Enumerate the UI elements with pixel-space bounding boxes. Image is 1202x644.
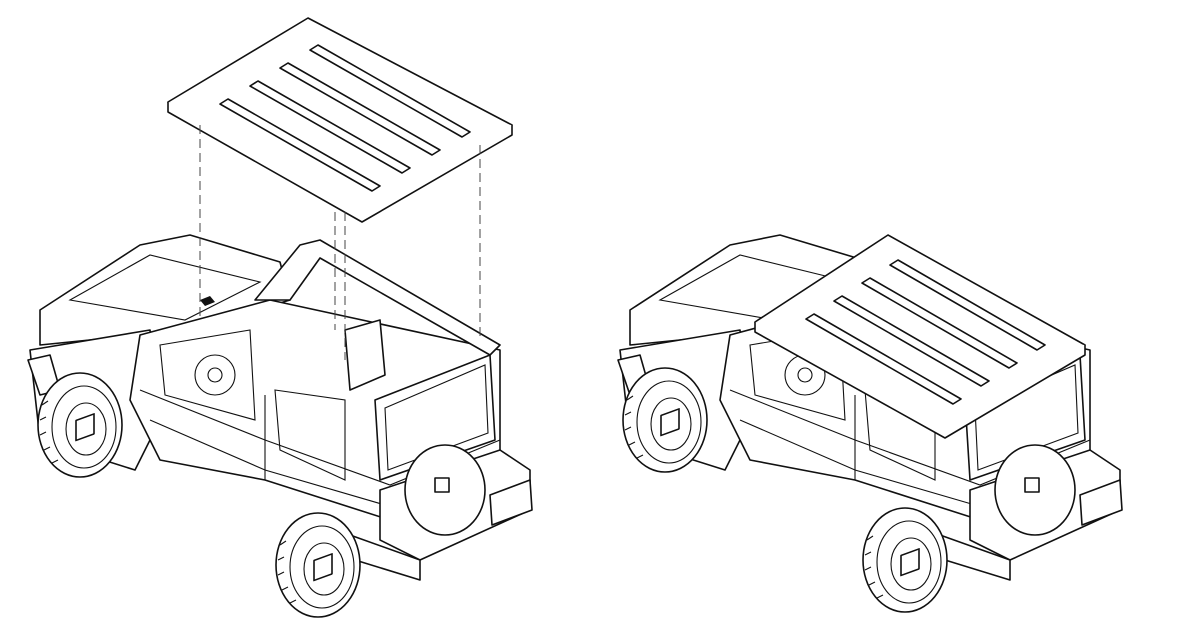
assembled-view	[617, 234, 1123, 613]
hardtop-roof-panel	[167, 17, 513, 223]
wheel-front	[622, 367, 708, 473]
vehicle-body-open	[27, 234, 533, 581]
exploded-view	[27, 17, 533, 618]
wheel-front	[37, 372, 123, 478]
wheel-rear	[862, 507, 948, 613]
assembly-guide-lines	[199, 125, 481, 360]
wheel-rear	[275, 512, 361, 618]
installed-hardtop-roof	[754, 234, 1086, 439]
